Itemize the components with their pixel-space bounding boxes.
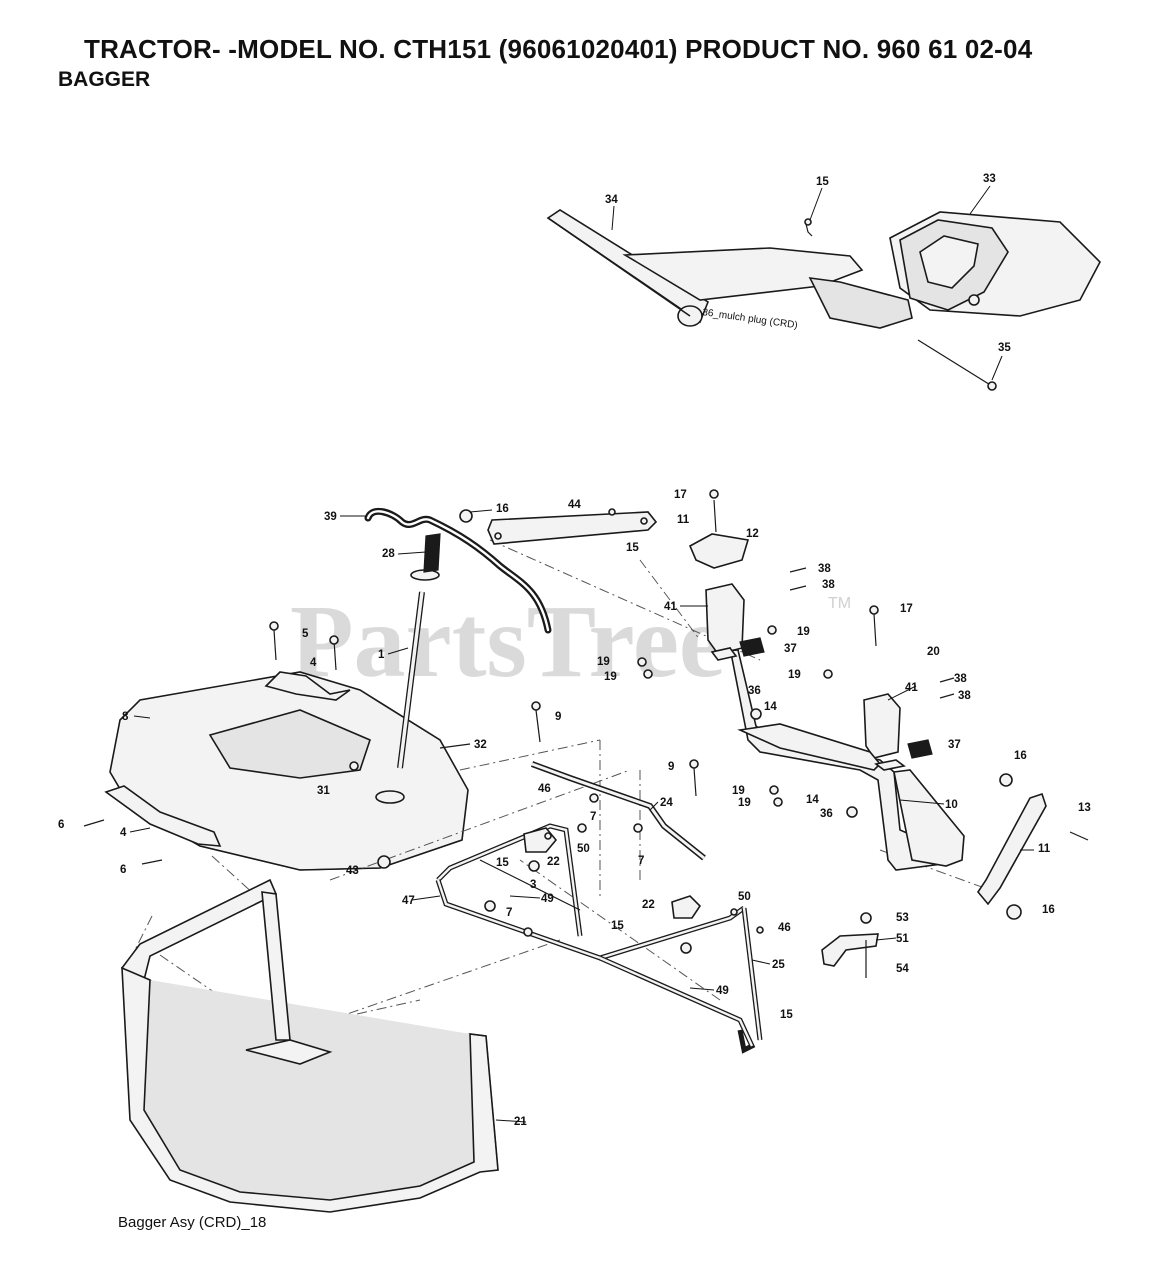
callout-label: 31 [317,785,330,797]
callout-label: 15 [816,176,829,188]
callout-label: 16 [1042,904,1055,916]
callout-label: 34 [605,194,618,206]
leader-lines [129,185,1034,1123]
callout-label: 19 [788,669,801,681]
callout-label: 7 [506,907,512,919]
callout-label: 37 [784,643,797,655]
callout-label: 3 [530,879,536,891]
callout-label: 10 [945,799,958,811]
callout-label: 36 [820,808,833,820]
callout-label: 13 [1078,802,1091,814]
callout-label: 4 [310,657,317,669]
callout-label: 11 [677,514,690,526]
callout-label: 32 [474,739,487,751]
frame-tube [710,647,965,871]
callout-label: 22 [642,899,655,911]
callout-label: 7 [590,811,596,823]
callout-label: 15 [611,920,624,932]
callout-label: 33 [983,173,996,185]
callout-label: 17 [674,489,687,501]
callout-label: 38 [954,673,967,685]
callout-label: 9 [555,711,561,723]
mulch-plug-assembly: 36_mulch plug (CRD) [546,209,1101,391]
callout-label: 39 [324,511,337,523]
callout-label: 50 [738,891,751,903]
callout-labels: 34 15 33 35 39 16 44 17 11 12 15 28 38 3… [58,173,1091,1128]
callout-label: 19 [604,671,617,683]
callout-label: 38 [818,563,831,575]
callout-label: 16 [496,503,509,515]
grass-bag [120,878,499,1213]
callout-label: 35 [998,342,1011,354]
callout-label: 16 [1014,750,1027,762]
callout-label: 54 [896,963,909,975]
callout-label: 15 [626,542,639,554]
callout-label: 47 [402,895,415,907]
callout-label: 49 [716,985,729,997]
callout-label: 5 [302,628,309,640]
callout-label: 43 [346,865,359,877]
callout-label: 37 [948,739,961,751]
watermark-tm: TM [828,595,851,612]
callout-label: 44 [568,499,581,511]
hardware [83,508,1089,978]
callout-label: 12 [746,528,759,540]
callout-label: 19 [797,626,810,638]
callout-label: 7 [638,855,644,867]
callout-label: 14 [764,701,777,713]
callout-label: 38 [822,579,835,591]
callout-label: 8 [122,711,129,723]
callout-label: 19 [732,785,745,797]
callout-label: 14 [806,794,819,806]
callout-label: 46 [538,783,551,795]
callout-label: 22 [547,856,560,868]
diagram-caption: Bagger Asy (CRD)_18 [118,1214,267,1231]
callout-label: 15 [780,1009,793,1021]
page-subtitle: BAGGER [58,68,151,91]
callout-label: 17 [900,603,913,615]
callout-label: 53 [896,912,909,924]
mulch-plug-note: 36_mulch plug (CRD) [702,307,799,331]
callout-label: 9 [668,761,674,773]
callout-label: 19 [738,797,751,809]
callout-label: 6 [120,864,126,876]
callout-label: 6 [58,819,64,831]
callout-label: 20 [927,646,940,658]
bag-lid [104,671,469,871]
callout-label: 25 [772,959,785,971]
watermark-text: PartsTree [290,584,725,699]
callout-label: 41 [664,601,677,613]
callout-label: 11 [1038,843,1051,855]
page-title: TRACTOR- -MODEL NO. CTH151 (96061020401)… [84,34,1033,64]
callout-label: 51 [896,933,909,945]
callout-label: 36 [748,685,761,697]
lower-frame [435,823,763,1054]
callout-label: 24 [660,797,673,809]
callout-label: 46 [778,922,791,934]
callout-label: 19 [597,656,610,668]
callout-label: 1 [378,649,385,661]
callout-label: 28 [382,548,395,560]
callout-label: 38 [958,690,971,702]
callout-label: 4 [120,827,127,839]
callout-label: 15 [496,857,509,869]
callout-label: 50 [577,843,590,855]
callout-label: 49 [541,893,554,905]
